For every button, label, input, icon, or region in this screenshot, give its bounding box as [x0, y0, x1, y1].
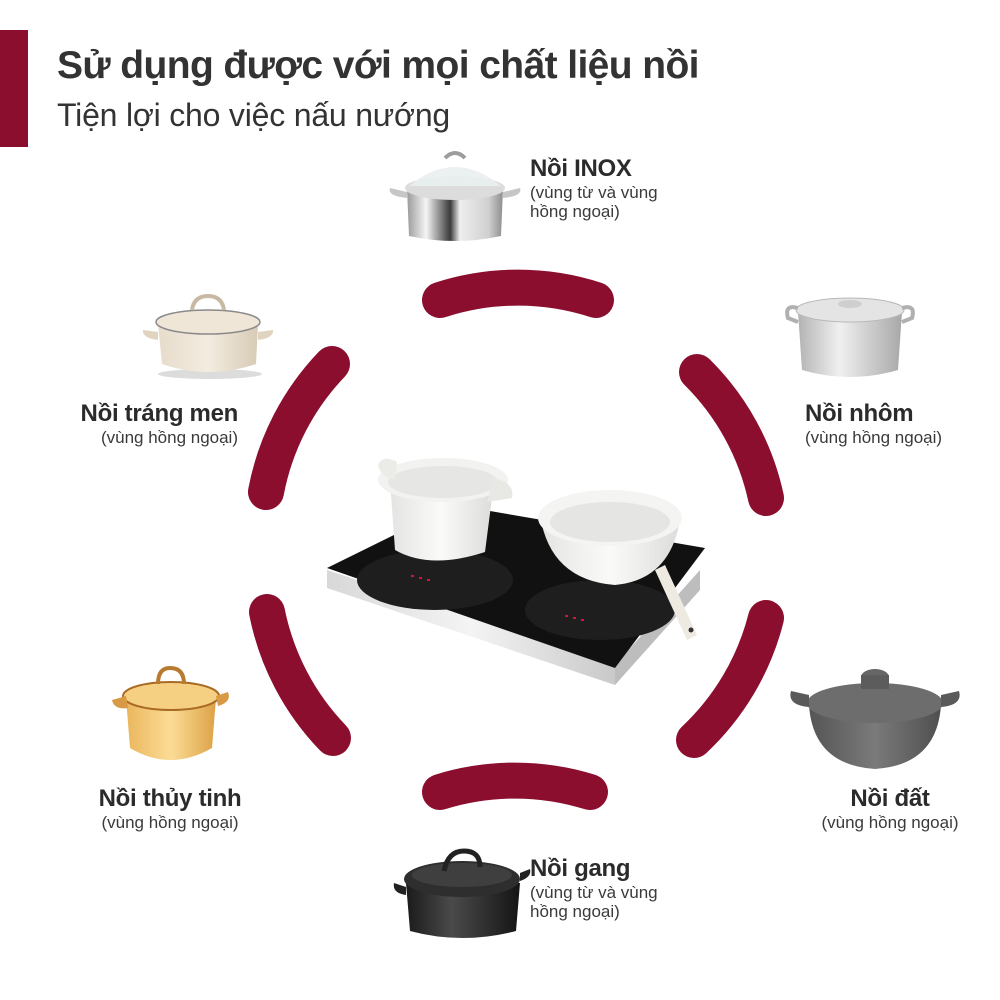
pot-label-gang: Nồi gang (vùng từ và vùng hồng ngoại): [530, 855, 658, 922]
pot-name: Nồi nhôm: [805, 400, 914, 427]
cast-iron-pot-icon: [393, 848, 531, 938]
pot-label-thuy-tinh: Nồi thủy tinh (vùng hồng ngoại): [75, 785, 265, 832]
pot-label-trang-men: Nồi tráng men (vùng hồng ngoại): [40, 400, 239, 447]
page-title: Sử dụng được với mọi chất liệu nồi: [57, 44, 700, 87]
aluminum-pot-icon: [785, 297, 915, 377]
stainless-steel-pot-icon: [389, 151, 521, 241]
arc-top: [422, 269, 614, 318]
pot-note: hồng ngoại): [530, 902, 620, 922]
pot-note: (vùng hồng ngoại): [100, 427, 238, 447]
pot-label-nhom: Nồi nhôm (vùng hồng ngoại): [805, 400, 942, 447]
pot-note: hồng ngoại): [530, 202, 620, 222]
pot-name: Nồi INOX: [530, 155, 632, 182]
pot-name: Nồi thủy tinh: [98, 785, 242, 812]
pot-name: Nồi gang: [530, 855, 631, 882]
accent-bar: [0, 30, 28, 147]
pot-note: (vùng hồng ngoại): [821, 812, 959, 832]
glass-pot-icon: [112, 665, 229, 760]
page-subtitle: Tiện lợi cho việc nấu nướng: [57, 97, 451, 133]
pot-note: (vùng hồng ngoại): [101, 812, 239, 832]
arc-bottom: [422, 762, 608, 810]
induction-cooktop-icon: [327, 458, 705, 685]
pot-label-inox: Nồi INOX (vùng từ và vùng hồng ngoại): [530, 155, 658, 222]
pot-label-dat: Nồi đất (vùng hồng ngoại): [800, 785, 980, 832]
pot-note: (vùng từ và vùng: [530, 882, 658, 902]
pot-note: (vùng từ và vùng: [530, 182, 658, 202]
clay-pot-icon: [790, 669, 960, 769]
pot-name: Nồi đất: [850, 785, 930, 812]
enamel-pot-icon: [142, 293, 274, 379]
pot-name: Nồi tráng men: [80, 400, 239, 427]
pot-note: (vùng hồng ngoại): [805, 427, 943, 447]
